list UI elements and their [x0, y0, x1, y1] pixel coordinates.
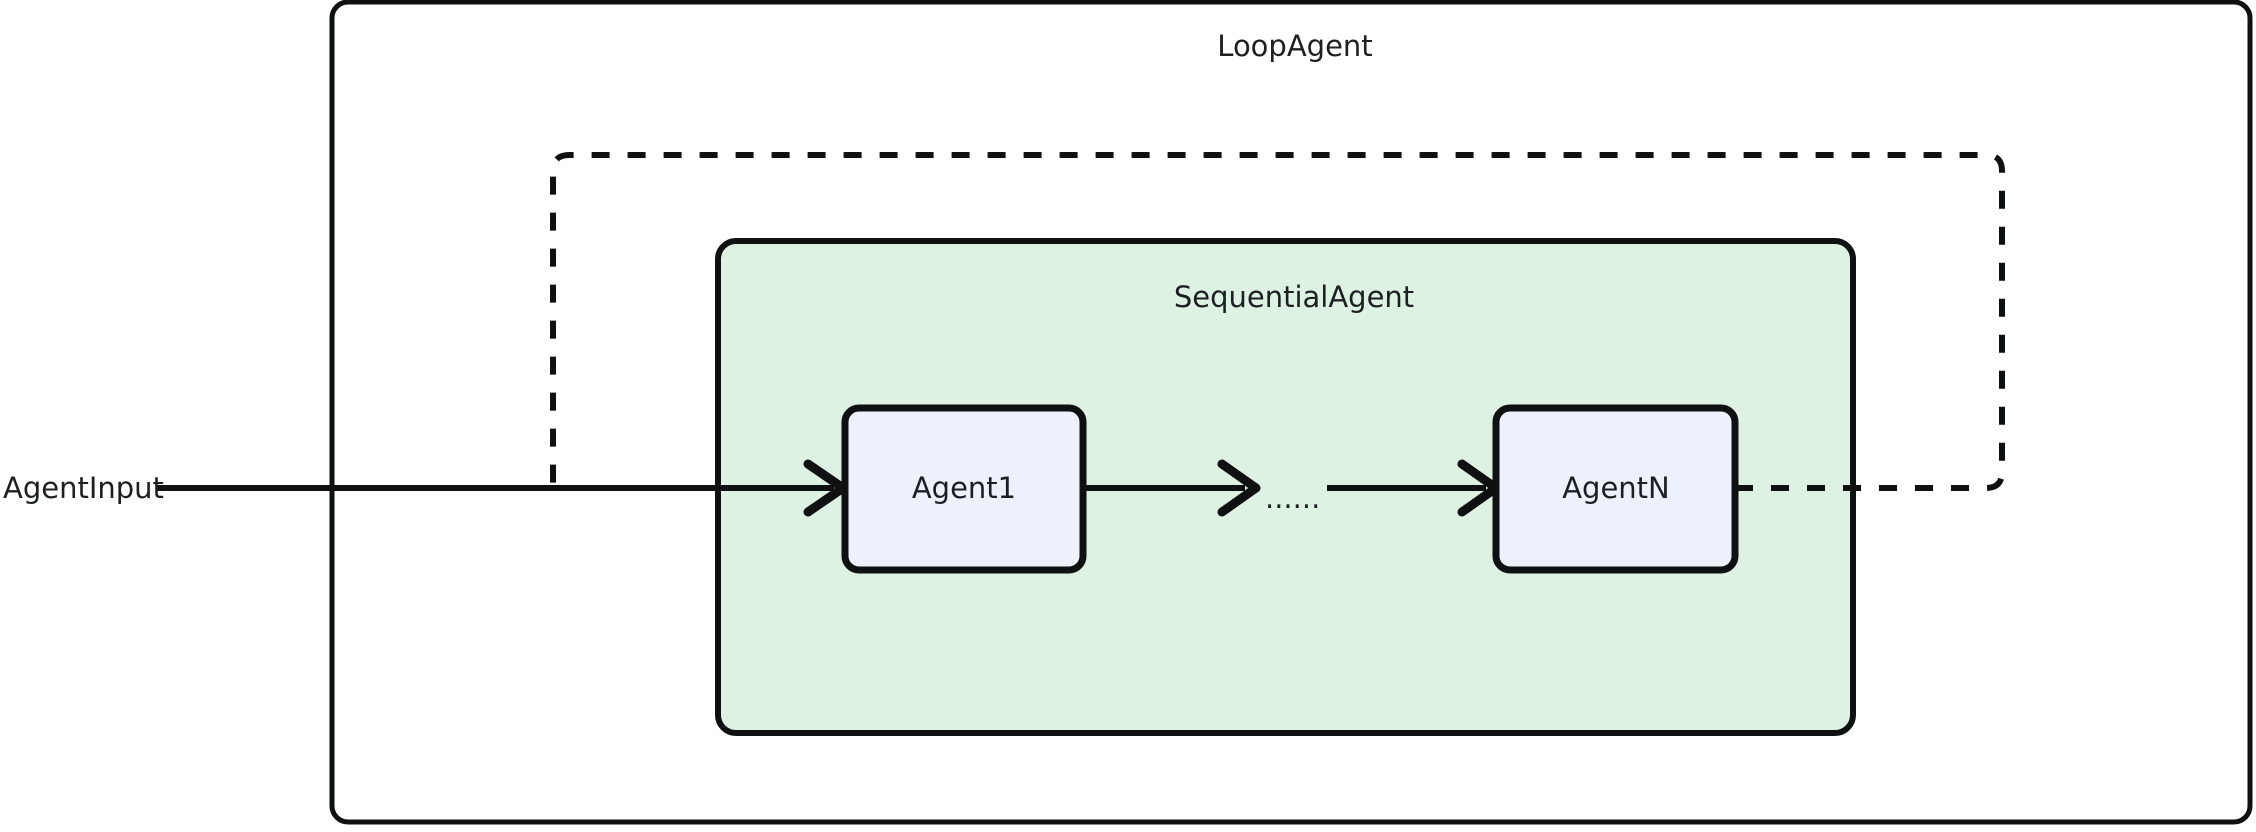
- node-agent1[interactable]: [841, 404, 1087, 574]
- node-agent1-label: Agent1: [912, 471, 1016, 505]
- sequential-agent-label: SequentialAgent: [1174, 280, 1414, 314]
- loop-agent-label: LoopAgent: [1217, 29, 1372, 63]
- agent-input-label: AgentInput: [3, 471, 164, 505]
- agent1-to-ellipsis-arrowhead-icon: [1217, 459, 1261, 517]
- ellipsis-edge-label: ......: [1265, 481, 1320, 515]
- node-agentn[interactable]: [1492, 404, 1739, 574]
- node-agentn-label: AgentN: [1562, 471, 1670, 505]
- loop-back-edge: [550, 152, 2005, 491]
